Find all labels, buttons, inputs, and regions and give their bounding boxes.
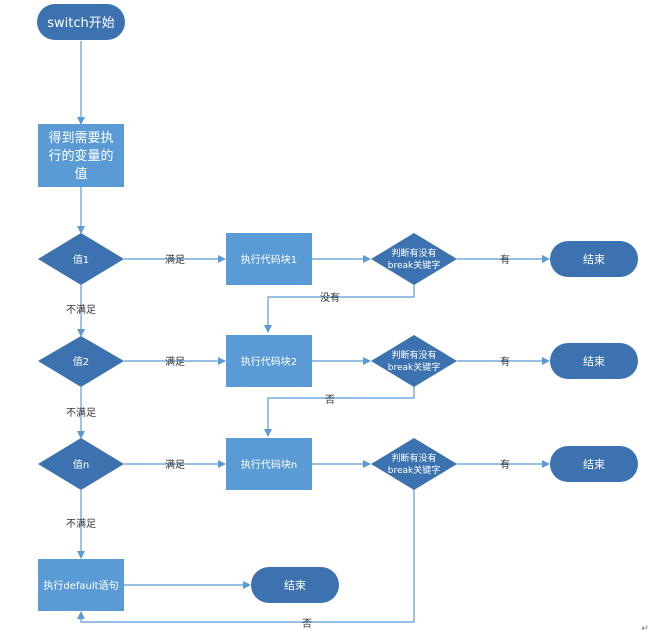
edge-check1-none-to-code2 [264, 284, 415, 333]
label-has-n: 有 [500, 458, 510, 471]
code-block-2-box [226, 335, 312, 387]
label-has-1: 有 [500, 253, 510, 266]
end-2-label: 结束 [583, 355, 605, 368]
code-block-2: 执行代码块2 [226, 335, 312, 387]
decision-valn-shape [38, 438, 124, 490]
check-break-n: 判断有没有 break关键字 [371, 438, 457, 490]
default-box [38, 559, 124, 611]
label-satisfied-2: 满足 [165, 356, 185, 368]
get-value-line-1: 得到需要执 [48, 130, 113, 146]
edge-checkn-no-to-default [77, 489, 415, 623]
code-block-2-label: 执行代码块2 [241, 355, 297, 368]
check-break-1-line-1: 判断有没有 [391, 247, 436, 259]
decision-val2-label: 值2 [73, 355, 89, 368]
check-break-1-shape [371, 233, 457, 285]
code-block-n: 执行代码块n [226, 438, 312, 490]
check-break-1: 判断有没有 break关键字 [371, 233, 457, 285]
check-break-1-line-2: break关键字 [388, 259, 440, 271]
label-not-satisfied-1: 不满足 [66, 304, 96, 316]
label-not-satisfied-n: 不满足 [66, 518, 96, 530]
code-block-n-label: 执行代码块n [241, 458, 297, 471]
end-node-1: 结束 [550, 241, 638, 277]
label-satisfied-1: 满足 [165, 254, 185, 266]
end-node-default: 结束 [251, 567, 339, 603]
start-pill-shape [37, 4, 125, 40]
edges [77, 41, 550, 623]
check-break-2-shape [371, 335, 457, 387]
check-break-2-line-2: break关键字 [388, 361, 440, 373]
edge-check2-no-to-coden [264, 386, 415, 437]
code-block-1-label: 执行代码块1 [241, 253, 297, 266]
check-break-n-shape [371, 438, 457, 490]
code-block-n-box [226, 438, 312, 490]
code-block-1: 执行代码块1 [226, 233, 312, 285]
start-label: switch开始 [47, 16, 115, 31]
decision-val1-label: 值1 [73, 253, 89, 266]
end-default-label: 结束 [284, 579, 306, 592]
end-2-pill-shape [550, 343, 638, 379]
check-break-2: 判断有没有 break关键字 [371, 335, 457, 387]
decision-val1: 值1 [38, 233, 124, 285]
default-node: 执行default语句 [38, 559, 124, 611]
decision-val2: 值2 [38, 336, 124, 387]
label-none-1: 没有 [320, 291, 340, 304]
check-break-n-line-2: break关键字 [388, 464, 440, 476]
return-mark-icon: ↵ [641, 624, 649, 634]
end-n-label: 结束 [583, 458, 605, 471]
check-break-2-line-1: 判断有没有 [391, 349, 436, 361]
default-label: 执行default语句 [43, 579, 118, 592]
end-default-pill-shape [251, 567, 339, 603]
label-not-satisfied-2: 不满足 [66, 407, 96, 419]
start-node: switch开始 [37, 4, 125, 40]
decision-val1-shape [38, 233, 124, 285]
get-value-line-3: 值 [74, 166, 87, 182]
end-1-pill-shape [550, 241, 638, 277]
code-block-1-box [226, 233, 312, 285]
check-break-n-line-1: 判断有没有 [391, 452, 436, 464]
end-n-pill-shape [550, 446, 638, 482]
get-value-box [38, 124, 124, 187]
get-value-line-2: 行的变量的 [48, 148, 113, 164]
end-1-label: 结束 [583, 253, 605, 266]
label-satisfied-n: 满足 [165, 459, 185, 471]
decision-valn: 值n [38, 438, 124, 490]
decision-valn-label: 值n [73, 458, 89, 471]
label-no-2: 否 [325, 394, 335, 406]
end-node-n: 结束 [550, 446, 638, 482]
decision-val2-shape [38, 336, 124, 387]
edge-labels: 满足 满足 满足 不满足 不满足 不满足 有 有 有 没有 否 否 [66, 253, 510, 630]
label-no-n: 否 [302, 618, 312, 630]
end-node-2: 结束 [550, 343, 638, 379]
label-has-2: 有 [500, 355, 510, 368]
get-value-node: 得到需要执 行的变量的 值 [38, 124, 124, 187]
